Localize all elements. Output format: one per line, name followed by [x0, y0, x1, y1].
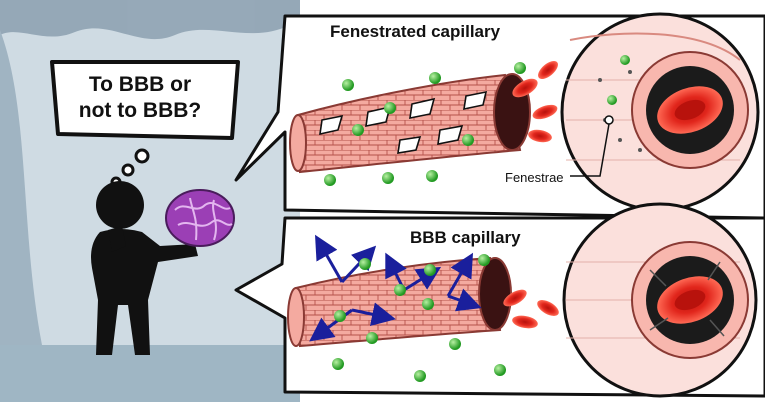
stage-floor: [0, 345, 300, 402]
thought-text: To BBB or not to BBB?: [62, 72, 218, 124]
bbb-magnified-view: [562, 202, 758, 398]
molecules-top: [324, 55, 630, 186]
fenestrae-label: Fenestrae: [505, 170, 564, 185]
thought-line-1: To BBB or: [88, 73, 192, 96]
top-panel-title: Fenestrated capillary: [330, 22, 501, 41]
thought-line-2: not to BBB?: [78, 99, 202, 122]
fenestrated-capillary-tube: [289, 61, 558, 174]
fenestrae: [319, 90, 488, 154]
bottom-panel-title: BBB capillary: [410, 228, 521, 247]
molecules-bottom: [332, 254, 506, 382]
bbb-capillary-tube: [287, 234, 559, 348]
fenestrated-magnified-view: [560, 12, 760, 212]
person-figure: [91, 181, 198, 355]
brain: [165, 189, 235, 247]
